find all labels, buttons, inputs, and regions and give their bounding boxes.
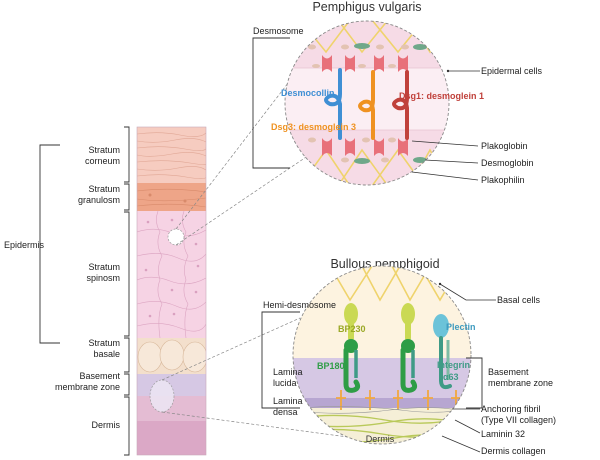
bp230-label: BP230 (338, 324, 366, 334)
basale-cells (137, 339, 206, 373)
layer-label-bmz-2: membrane zone (55, 382, 120, 392)
integrin-label-1: Integrin (437, 360, 470, 370)
hemidesmosome-detail (293, 266, 471, 444)
desmosome-bracket (252, 37, 290, 169)
hemidesmosome-label: Hemi-desmosome (263, 300, 336, 310)
layer-label-corneum-2: corneum (85, 156, 120, 166)
spinosum-cells (137, 210, 206, 339)
lamina-densa-label-1: Lamina (273, 396, 303, 406)
granulosum-lines (137, 188, 206, 208)
laminin-label: Laminin 32 (481, 429, 525, 439)
epidermis-bracket (39, 144, 60, 344)
bullous-title: Bullous pemphigoid (330, 257, 439, 271)
desmocollin-label: Desmocollin (281, 88, 335, 98)
dermis-inner-label: Dermis (366, 434, 395, 444)
integrin-label-2: α63 (443, 372, 459, 382)
bmz-label-2: membrane zone (488, 378, 553, 388)
layer-label-dermis: Dermis (92, 420, 121, 430)
hemidesmosome-bracket (261, 311, 300, 409)
magnifier-spot-top (167, 228, 185, 246)
desmosome-detail (285, 21, 449, 185)
layer-label-granulosum-2: granulosm (78, 195, 120, 205)
layer-labels: Stratum corneum Stratum granulosm Stratu… (55, 145, 121, 430)
bmz-label-1: Basement (488, 367, 529, 377)
bp230-proteins (344, 303, 415, 340)
bp180-proteins (343, 339, 418, 393)
dsg3-label: Dsg3: desmoglein 3 (271, 122, 356, 132)
layer-label-bmz-1: Basement (79, 371, 120, 381)
dermis-collagen-label: Dermis collagen (481, 446, 546, 456)
bmz-bracket (466, 357, 483, 409)
layer-label-corneum-1: Stratum (88, 145, 120, 155)
plakoglobin-label: Plakoglobin (481, 141, 528, 151)
basal-cells-label: Basal cells (497, 295, 541, 305)
dsg1-label: Dsg1: desmoglein 1 (399, 91, 484, 101)
plakophilin-label: Plakophilin (481, 175, 525, 185)
desmocollin-strand (324, 68, 342, 140)
plectin-protein (433, 314, 452, 390)
lamina-densa-label-2: densa (273, 407, 298, 417)
stratum-granulosum-layer (137, 183, 206, 211)
layer-label-basale-1: Stratum (88, 338, 120, 348)
magnifier-spot-bottom (149, 379, 175, 413)
collagen-type-label: (Type VII collagen) (481, 415, 556, 425)
desmoglobin-label: Desmoglobin (481, 158, 534, 168)
anchoring-fibril-label: Anchoring fibril (481, 404, 541, 414)
corneum-lines (137, 132, 206, 179)
dsg1-strand (392, 70, 409, 140)
spinosum-nuclei (144, 218, 200, 318)
layer-label-spinosum-1: Stratum (88, 262, 120, 272)
dsg3-strand (358, 70, 375, 140)
layer-brackets (124, 126, 130, 456)
layer-label-spinosum-2: spinosm (86, 273, 120, 283)
epidermal-cells-label: Epidermal cells (481, 66, 543, 76)
epidermis-label: Epidermis (4, 240, 45, 250)
laminin-anchors (336, 390, 461, 410)
plectin-label: Plectin (446, 322, 476, 332)
lamina-densa-band (293, 398, 471, 408)
bp180-label: BP180 (317, 361, 345, 371)
lower-plaque (291, 137, 427, 164)
layer-label-granulosum-1: Stratum (88, 184, 120, 194)
desmosome-label: Desmosome (253, 26, 304, 36)
upper-plaque (291, 43, 427, 72)
lamina-lucida-label-1: Lamina (273, 367, 303, 377)
layer-label-basale-2: basale (93, 349, 120, 359)
skin-column (137, 127, 206, 455)
lamina-lucida-label-2: lucida (273, 378, 297, 388)
pemphigus-title: Pemphigus vulgaris (312, 0, 421, 14)
stratum-corneum-layer (137, 127, 206, 183)
